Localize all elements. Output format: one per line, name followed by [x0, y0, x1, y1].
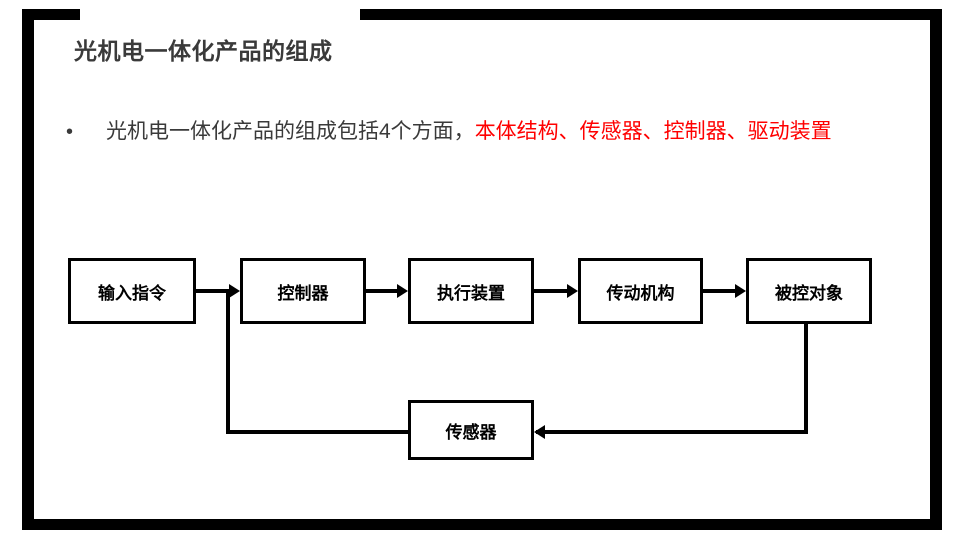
arrowhead-to-actuator — [397, 284, 408, 298]
frame-left-border — [22, 9, 34, 530]
connector-controller-to-actuator — [366, 289, 402, 293]
arrowhead-to-transmission — [567, 284, 578, 298]
connector-feedback-horizontal-right — [536, 430, 808, 434]
connector-feedback-horizontal-left — [226, 430, 410, 434]
diagram-node-controlled-object: 被控对象 — [746, 258, 872, 324]
frame-top-right-bar — [360, 9, 942, 20]
diagram-node-actuator: 执行装置 — [408, 258, 534, 324]
arrowhead-to-controller — [229, 284, 240, 298]
page-title: 光机电一体化产品的组成 — [74, 38, 333, 64]
bullet-marker-icon: • — [66, 121, 74, 143]
bullet-block: • 光机电一体化产品的组成包括4个方面，本体结构、传感器、控制器、驱动装置 — [66, 112, 916, 152]
diagram-node-controller: 控制器 — [240, 258, 366, 324]
connector-actuator-to-transmission — [534, 289, 572, 293]
arrowhead-to-controlled-object — [735, 284, 746, 298]
diagram-node-input: 输入指令 — [68, 258, 196, 324]
diagram-node-sensor: 传感器 — [408, 400, 534, 460]
diagram-node-transmission: 传动机构 — [578, 258, 703, 324]
connector-feedback-vertical-left — [226, 291, 230, 434]
bullet-lead-text: 光机电一体化产品的组成包括4个方面， — [106, 120, 475, 143]
bullet-list-item: • 光机电一体化产品的组成包括4个方面，本体结构、传感器、控制器、驱动装置 — [66, 112, 916, 152]
arrowhead-to-sensor — [534, 425, 545, 439]
bullet-text: 光机电一体化产品的组成包括4个方面，本体结构、传感器、控制器、驱动装置 — [106, 112, 916, 152]
bullet-highlight-text: 本体结构、传感器、控制器、驱动装置 — [474, 120, 832, 143]
connector-feedback-vertical-right — [804, 324, 808, 434]
connector-input-to-controller — [196, 289, 234, 293]
connector-transmission-to-object — [703, 289, 740, 293]
frame-top-left-stub — [22, 9, 80, 20]
frame-right-border — [930, 9, 942, 530]
frame-bottom-border — [22, 519, 942, 530]
